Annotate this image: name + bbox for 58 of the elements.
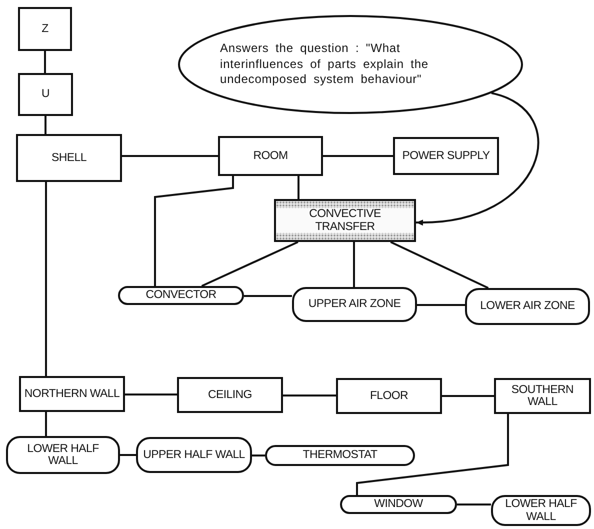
process-box [274, 199, 416, 242]
component-box [16, 134, 122, 182]
node-label: Z [40, 22, 50, 36]
connector-line [120, 454, 136, 456]
connector-line [457, 504, 491, 506]
connector-line [356, 414, 509, 495]
component-pill [118, 286, 244, 305]
node-label: SHELL [50, 152, 88, 164]
node-label: NORTHERN WALL [23, 388, 121, 400]
node-label: FLOOR [368, 390, 410, 402]
connector-line [252, 454, 265, 456]
connector-line [323, 155, 393, 157]
connector-line [244, 295, 292, 297]
component-box [218, 136, 323, 176]
component-box [494, 378, 591, 414]
component-pill [136, 437, 252, 473]
arrow [416, 92, 539, 226]
component-box [336, 378, 442, 414]
connector-line [44, 51, 46, 73]
connector-line [125, 394, 177, 396]
node-label: ROOM [252, 150, 289, 162]
node-label: CONVECTIVE TRANSFER [276, 208, 414, 233]
node-label: UPPER AIR ZONE [307, 298, 402, 311]
node-label: THERMOSTAT [302, 449, 378, 462]
connector-line [283, 394, 336, 396]
component-pill [265, 445, 415, 466]
connector-line [45, 412, 47, 436]
connector-line [417, 304, 465, 306]
component-pill [292, 287, 417, 322]
node-label: WINDOW [373, 498, 424, 511]
connector-line [298, 176, 300, 199]
node-label: CONVECTOR [144, 289, 218, 302]
component-pill [340, 495, 457, 514]
connector-line [442, 395, 494, 397]
node-label: U [40, 88, 50, 101]
connector-line [353, 242, 355, 287]
component-pill [465, 288, 590, 325]
node-label: LOWER HALF WALL [26, 442, 100, 468]
component-box [18, 7, 72, 51]
connector-line [45, 182, 47, 376]
component-box [18, 73, 73, 116]
connector-line [122, 155, 218, 157]
node-label: LOWER AIR ZONE [479, 300, 576, 313]
component-pill [491, 495, 591, 526]
component-pill [6, 436, 120, 474]
node-label: UPPER HALF WALL [142, 448, 246, 462]
component-box [393, 137, 499, 175]
node-label: LOWER HALF WALL [504, 498, 578, 523]
connector-line [201, 241, 298, 287]
component-box [19, 376, 125, 412]
node-label: POWER SUPPLY [401, 150, 491, 162]
node-label: CEILING [207, 388, 253, 402]
node-label: SOUTHERN WALL [510, 384, 575, 408]
connector-line [154, 176, 234, 286]
annotation-text: Answers the question : "What interinfluences of parts explain the undecomposed system behaviour" [219, 41, 430, 88]
connector-line [44, 116, 46, 134]
connector-line [390, 241, 489, 289]
component-box [177, 377, 283, 413]
